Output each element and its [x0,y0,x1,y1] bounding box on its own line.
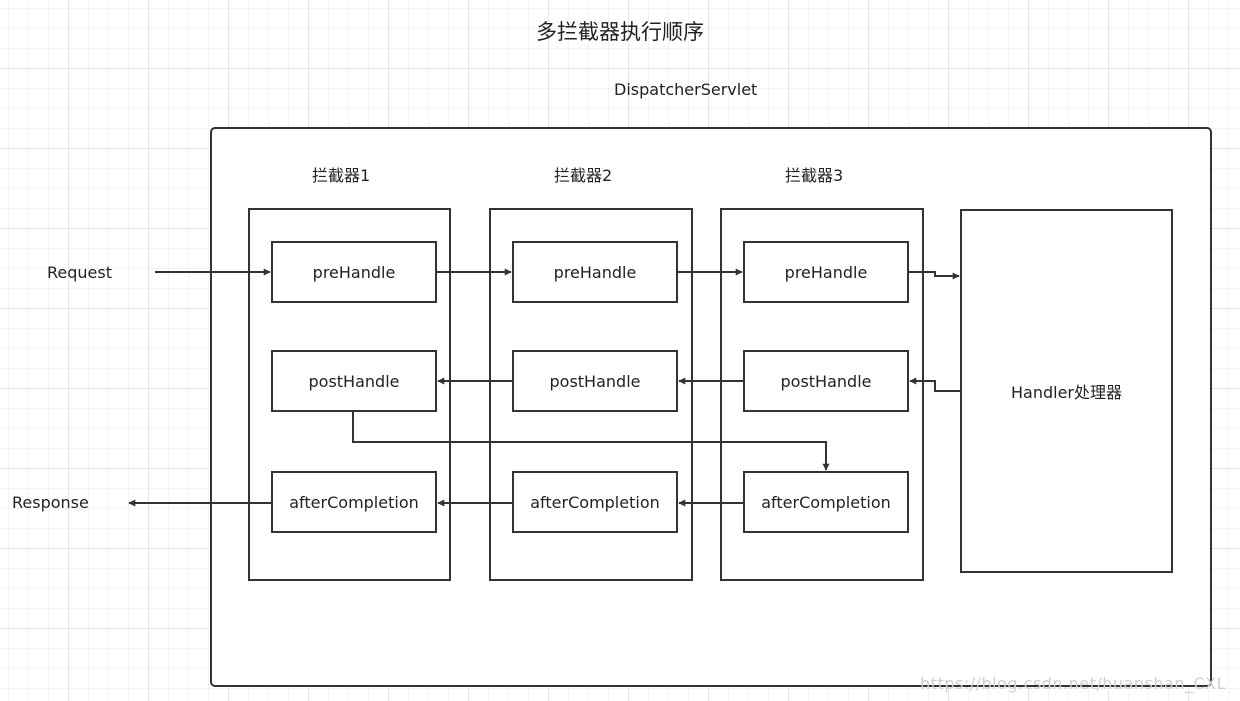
interceptor-2-posthandle: postHandle [512,350,678,412]
interceptor-1-aftercompletion: afterCompletion [271,471,437,533]
interceptor-3-posthandle: postHandle [743,350,909,412]
interceptor-3-prehandle: preHandle [743,241,909,303]
interceptor-2-prehandle: preHandle [512,241,678,303]
interceptor-1-posthandle: postHandle [271,350,437,412]
watermark: https://blog.csdn.net/huanshan_CXL [920,674,1226,693]
interceptor-2-label: 拦截器2 [554,166,613,185]
diagram-title: 多拦截器执行顺序 [536,20,704,44]
interceptor-2-aftercompletion: afterCompletion [512,471,678,533]
dispatcher-servlet-label: DispatcherServlet [614,80,758,99]
interceptor-1-prehandle: preHandle [271,241,437,303]
request-label: Request [47,263,112,282]
handler-box: Handler处理器 [960,209,1173,573]
response-label: Response [12,493,89,512]
interceptor-1-label: 拦截器1 [312,166,371,185]
interceptor-3-label: 拦截器3 [785,166,844,185]
interceptor-3-aftercompletion: afterCompletion [743,471,909,533]
